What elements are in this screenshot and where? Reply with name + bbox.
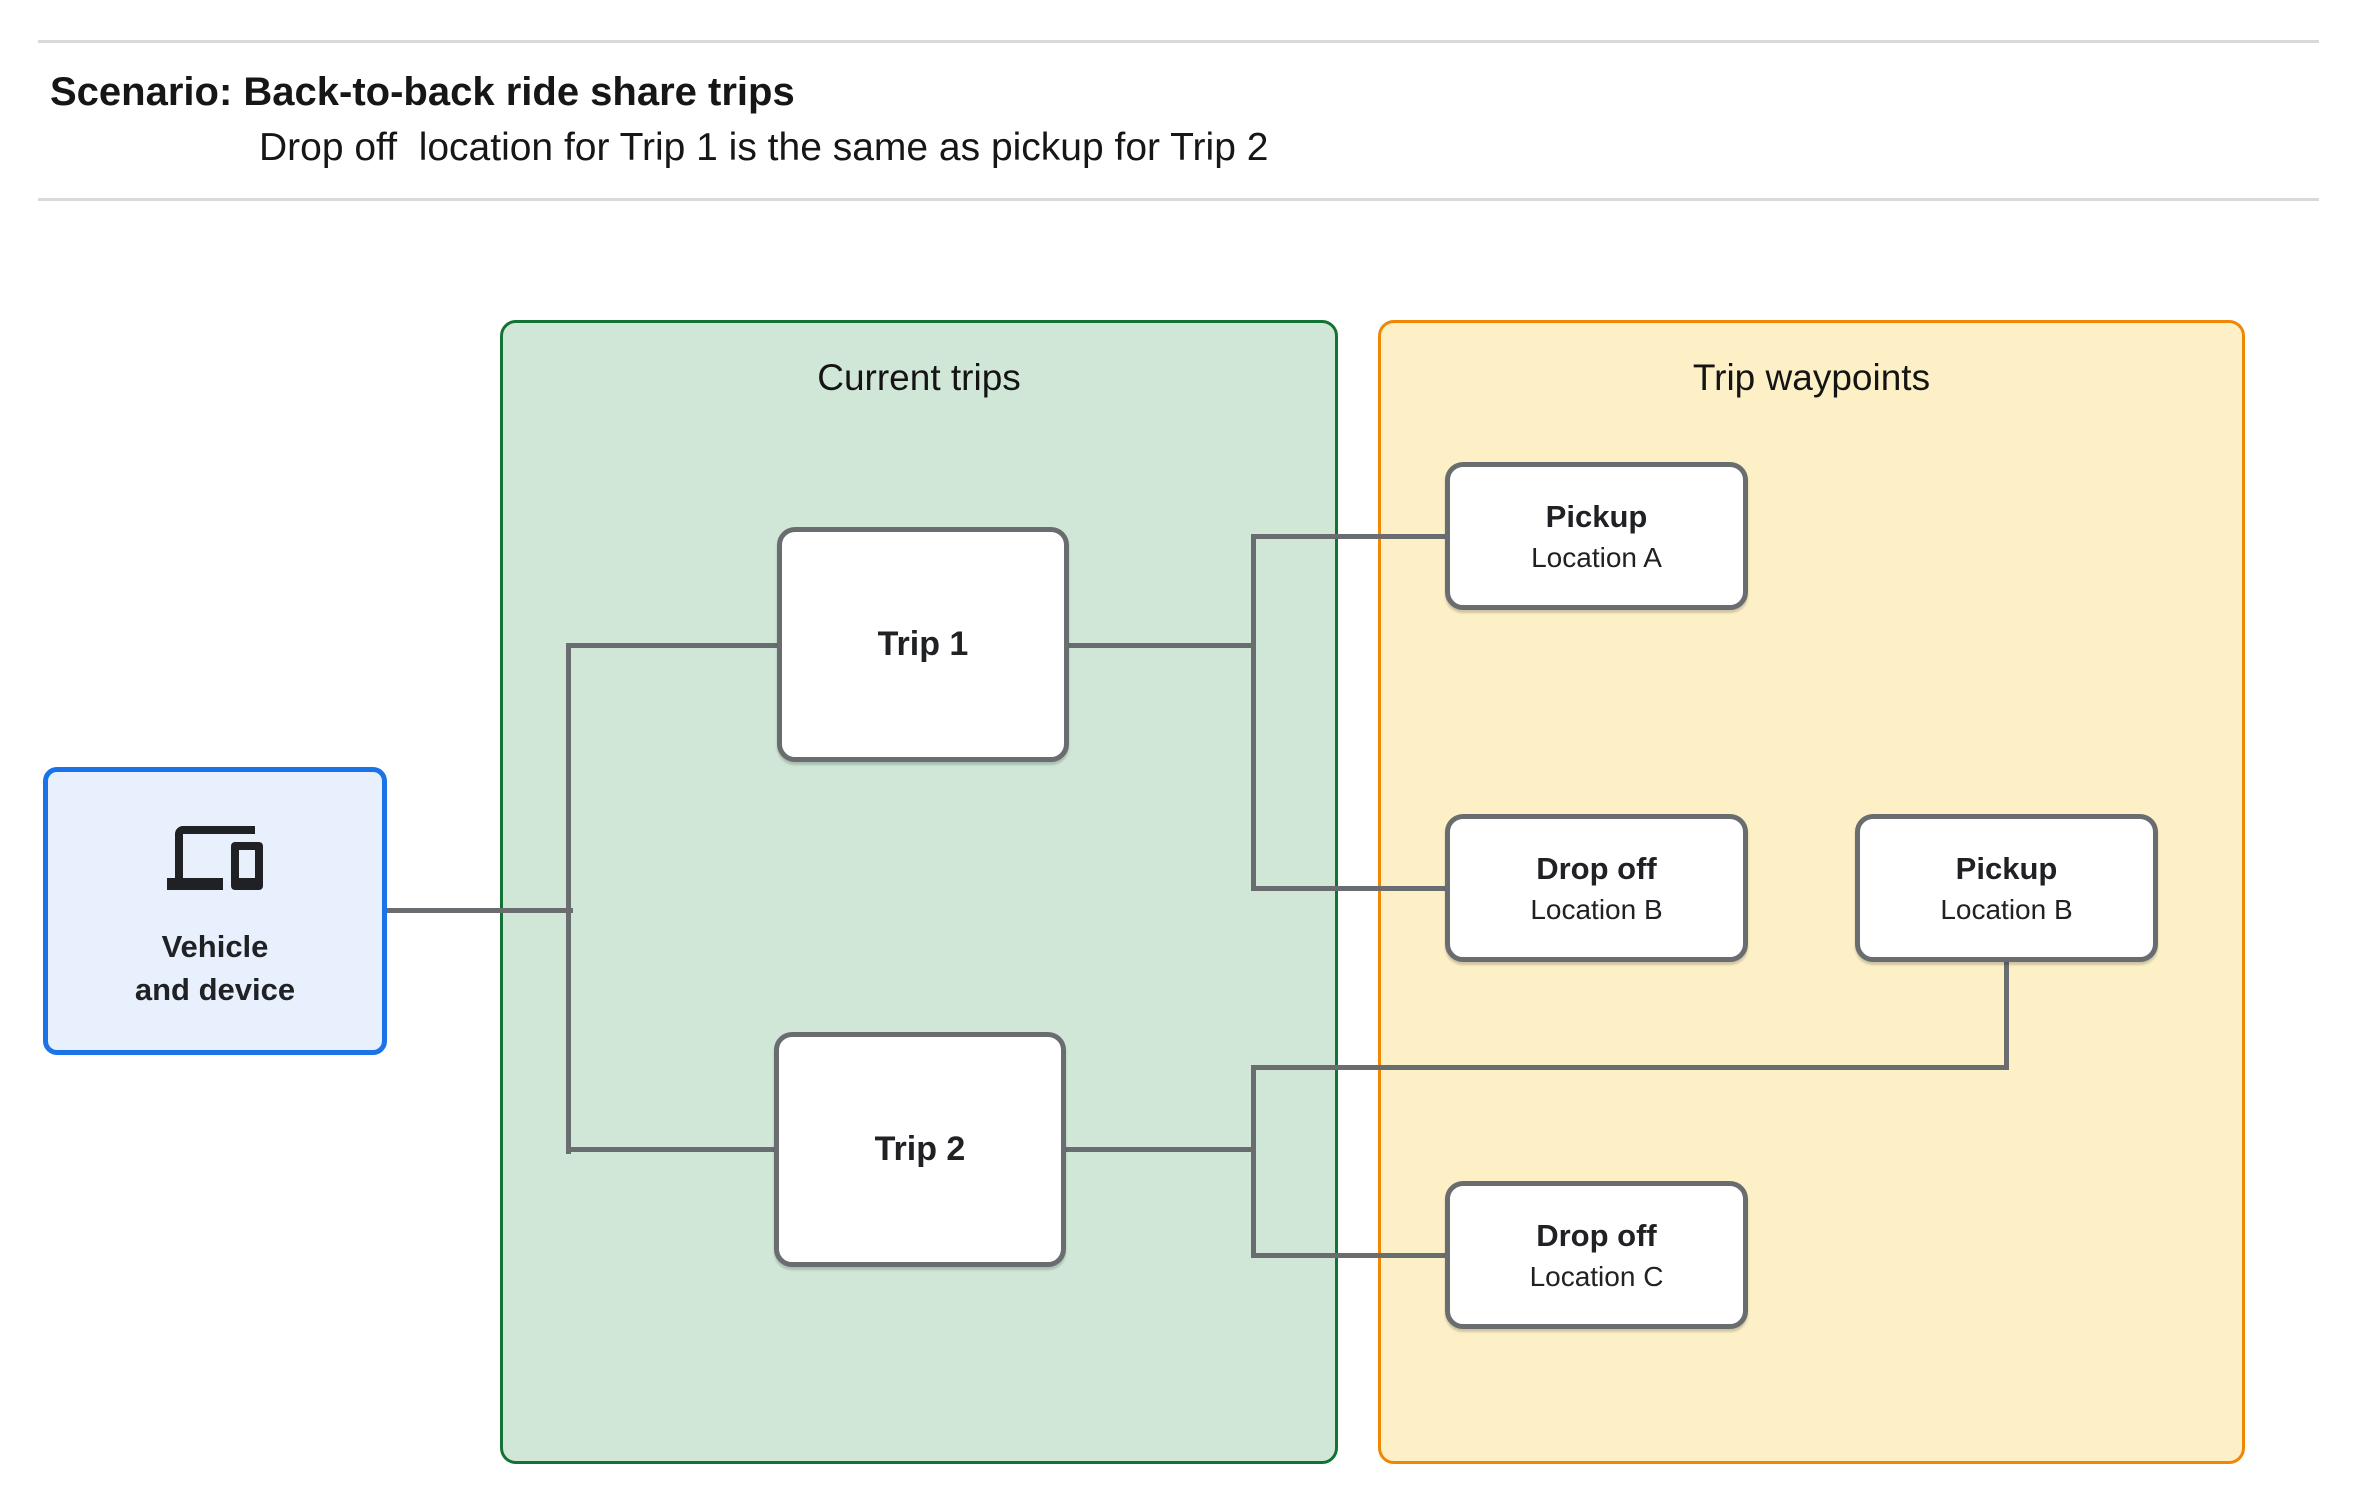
trip-1-label: Trip 1 [877, 625, 969, 663]
connector-vehicle-branch [387, 908, 573, 913]
connector-to-pickup-a [1251, 534, 1445, 539]
connector-trip1-vertical [1251, 534, 1256, 891]
group-trip-waypoints-title: Trip waypoints [1692, 357, 1931, 398]
connector-branch-to-trip1 [566, 643, 777, 648]
page-subtitle: Drop off location for Trip 1 is the same… [259, 126, 1269, 169]
node-trip-1: Trip 1 [777, 527, 1069, 762]
divider-top [38, 40, 2319, 43]
connector-to-dropoff-b [1251, 886, 1445, 891]
connector-trip2-out [1066, 1147, 1256, 1152]
pickup-a-subtitle: Location A [1531, 541, 1662, 573]
node-pickup-location-a: Pickup Location A [1445, 462, 1748, 610]
connector-pickup-b-across [1251, 1065, 2009, 1070]
connector-branch-vertical [566, 643, 571, 1154]
connector-trip1-out [1069, 643, 1256, 648]
vehicle-label-line1: Vehicle [161, 929, 269, 964]
vehicle-label-line2: and device [134, 972, 296, 1007]
connector-branch-to-trip2 [566, 1147, 774, 1152]
connector-pickup-b-down [2004, 960, 2009, 1070]
trip-2-label: Trip 2 [874, 1130, 966, 1168]
devices-icon [167, 810, 263, 911]
node-dropoff-location-b: Drop off Location B [1445, 814, 1748, 962]
node-pickup-location-b: Pickup Location B [1855, 814, 2158, 962]
dropoff-b-subtitle: Location B [1530, 893, 1663, 925]
connector-to-dropoff-c [1251, 1253, 1445, 1258]
divider-bottom [38, 198, 2319, 201]
vehicle-label: Vehicle and device [135, 925, 295, 1011]
page-title: Scenario: Back-to-back ride share trips [50, 70, 795, 114]
group-current-trips-title: Current trips [817, 357, 1021, 398]
pickup-a-title: Pickup [1545, 498, 1648, 534]
connector-trip2-vertical [1251, 1065, 1256, 1258]
dropoff-b-title: Drop off [1536, 850, 1657, 886]
node-vehicle-and-device: Vehicle and device [43, 767, 387, 1055]
node-dropoff-location-c: Drop off Location C [1445, 1181, 1748, 1329]
pickup-b-title: Pickup [1955, 850, 2058, 886]
pickup-b-subtitle: Location B [1940, 893, 2073, 925]
group-current-trips: Current trips [500, 320, 1338, 1464]
node-trip-2: Trip 2 [774, 1032, 1066, 1267]
dropoff-c-title: Drop off [1536, 1217, 1657, 1253]
dropoff-c-subtitle: Location C [1529, 1260, 1664, 1292]
